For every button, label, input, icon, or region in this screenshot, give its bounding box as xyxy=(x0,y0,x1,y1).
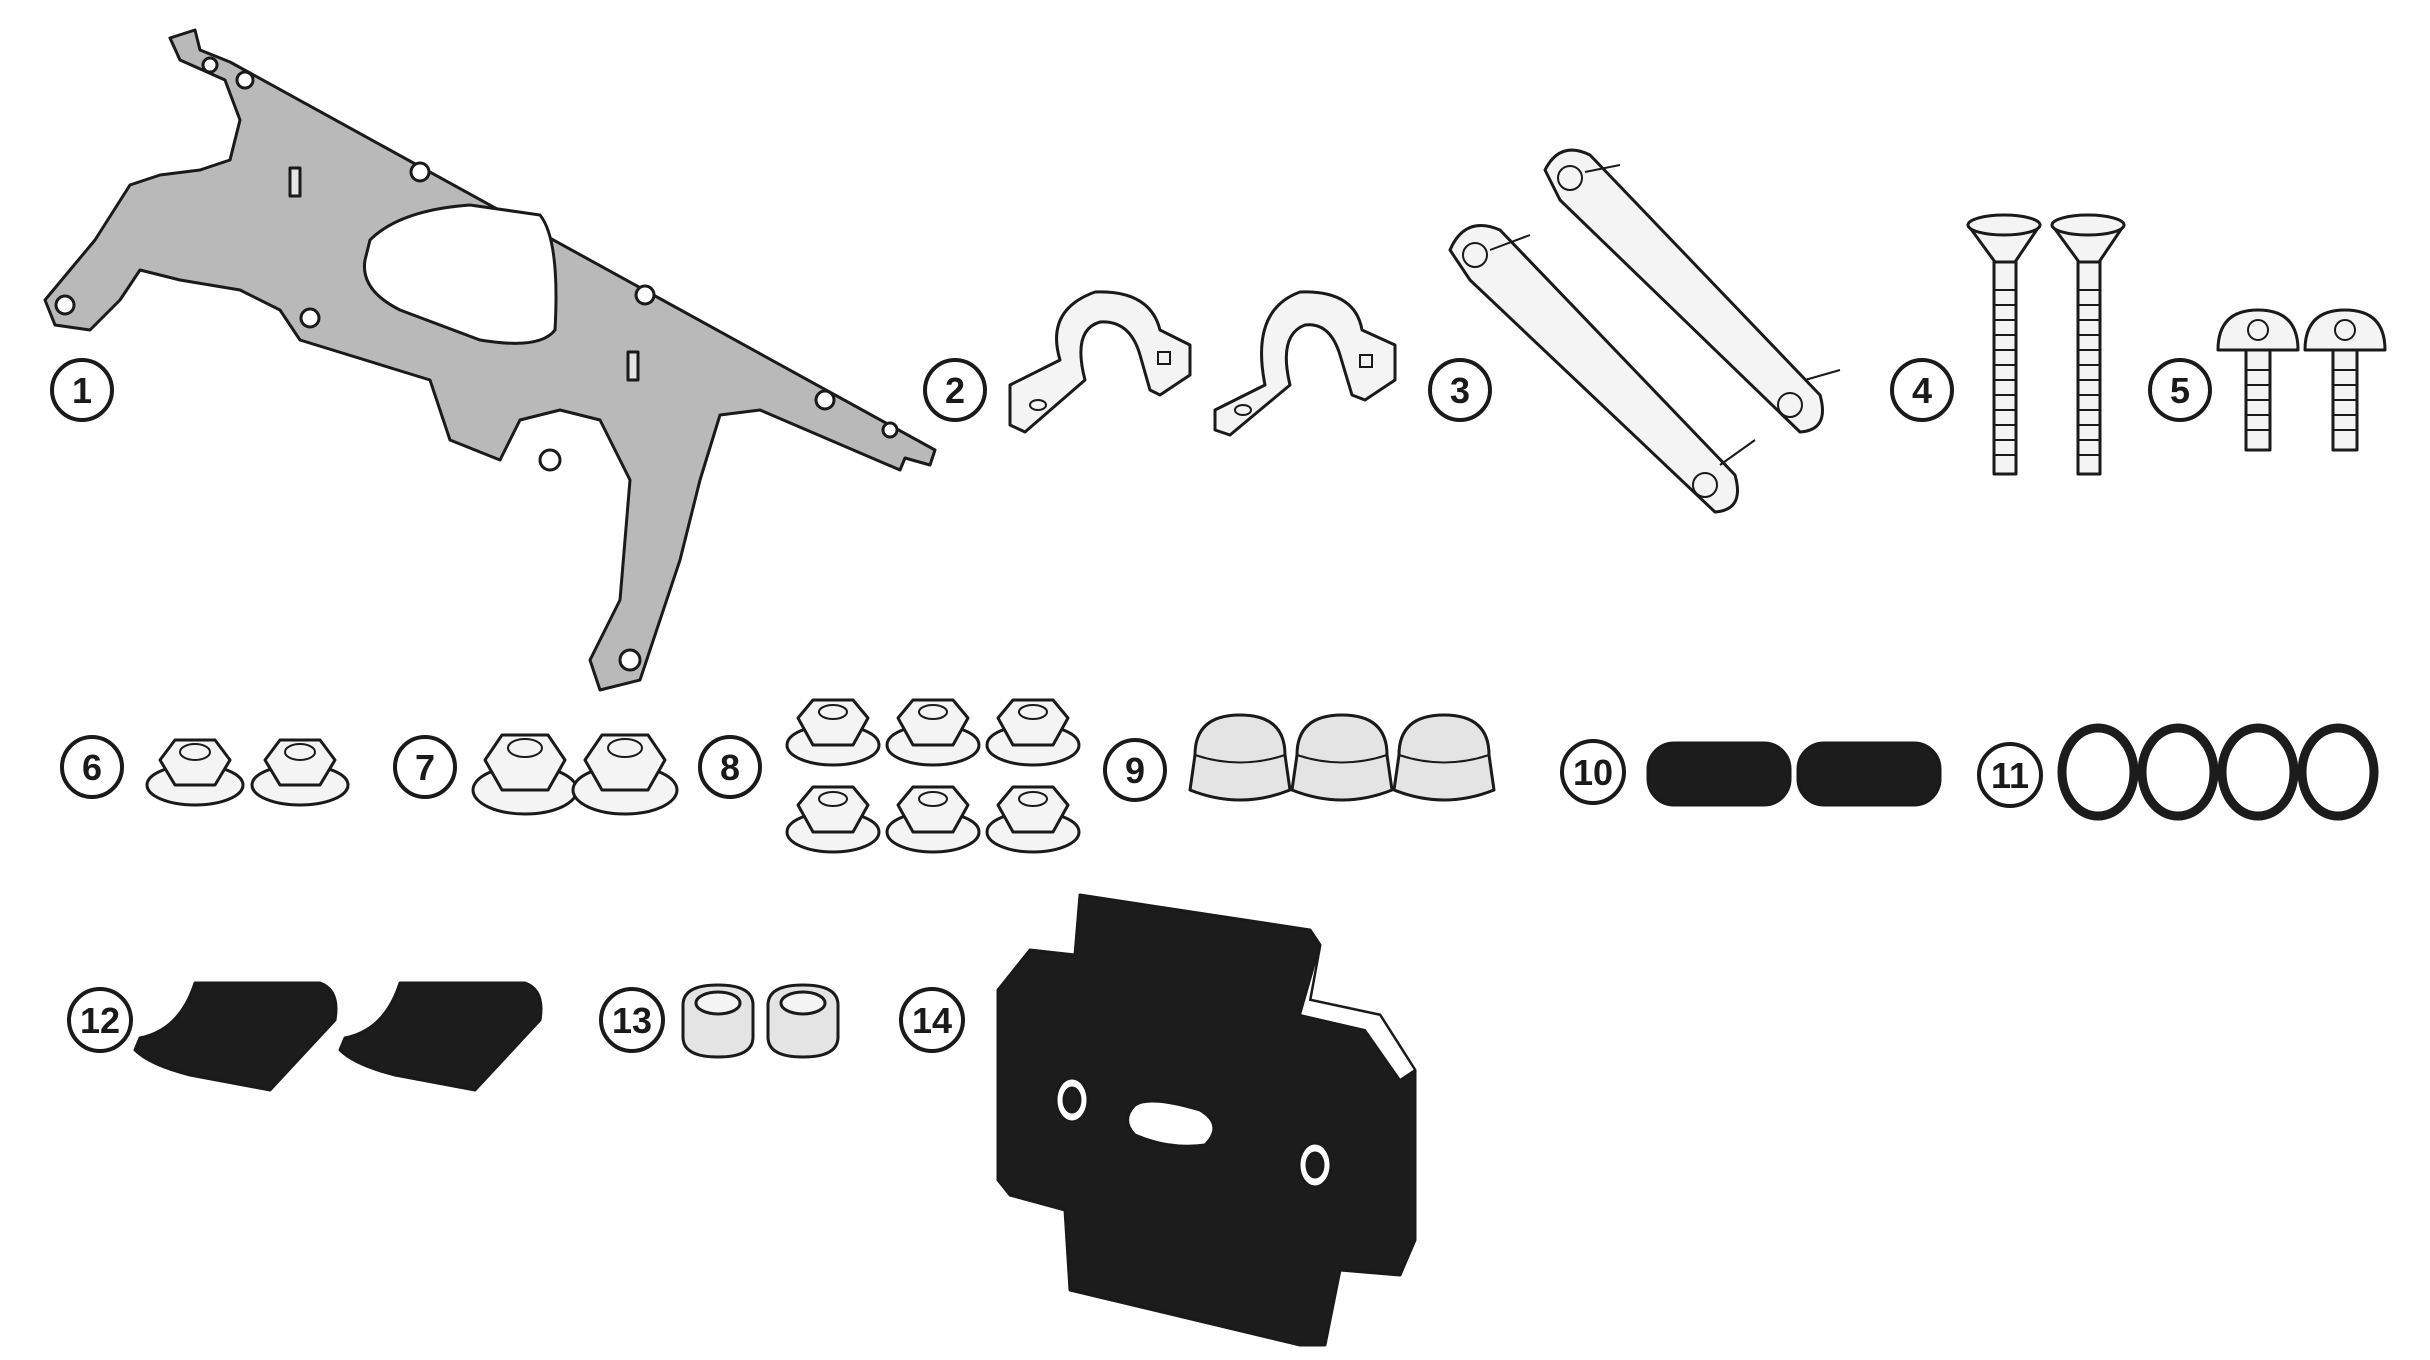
part-5-bolts xyxy=(2216,308,2387,452)
part-11-number: 11 xyxy=(1991,755,2029,796)
part-12-number: 12 xyxy=(80,1000,120,1041)
part-14-gasket xyxy=(996,893,1417,1347)
part-13-number: 13 xyxy=(612,1000,652,1041)
part-10-number: 10 xyxy=(1573,752,1613,793)
part-14-label: 14 xyxy=(899,987,965,1053)
part-13-label: 13 xyxy=(599,987,665,1053)
part-7-number: 7 xyxy=(415,747,435,788)
part-12-rubber-wedges xyxy=(133,981,543,1092)
part-5-number: 5 xyxy=(2170,370,2190,411)
part-4-label: 4 xyxy=(1890,358,1954,422)
part-9-cap-nuts xyxy=(1188,713,1496,802)
part-13-spacers xyxy=(681,983,840,1059)
part-4-number: 4 xyxy=(1912,370,1932,411)
part-6-number: 6 xyxy=(82,747,102,788)
part-5-label: 5 xyxy=(2148,358,2212,422)
part-1-number: 1 xyxy=(72,370,92,411)
part-8-number: 8 xyxy=(720,747,740,788)
part-9-label: 9 xyxy=(1103,738,1167,802)
part-1-label: 1 xyxy=(50,358,114,422)
part-1-mounting-plate xyxy=(43,28,937,692)
part-4-screws xyxy=(1966,213,2126,476)
part-12-label: 12 xyxy=(67,987,133,1053)
part-9-number: 9 xyxy=(1125,750,1145,791)
part-8-nuts xyxy=(785,698,1081,854)
part-7-label: 7 xyxy=(393,735,457,799)
part-10-rubber-pads xyxy=(1646,741,1942,807)
part-2-number: 2 xyxy=(945,370,965,411)
part-7-nuts xyxy=(471,733,679,816)
part-3-label: 3 xyxy=(1428,358,1492,422)
part-11-label: 11 xyxy=(1977,742,2043,808)
part-2-clamps xyxy=(1008,290,1397,437)
part-10-label: 10 xyxy=(1560,739,1626,805)
part-3-number: 3 xyxy=(1450,370,1470,411)
part-8-label: 8 xyxy=(698,735,762,799)
part-3-bars xyxy=(1448,148,1841,514)
part-11-o-rings xyxy=(2057,723,2379,821)
part-6-label: 6 xyxy=(60,735,124,799)
part-14-number: 14 xyxy=(912,1000,952,1041)
part-6-nuts xyxy=(145,738,350,807)
part-2-label: 2 xyxy=(923,358,987,422)
